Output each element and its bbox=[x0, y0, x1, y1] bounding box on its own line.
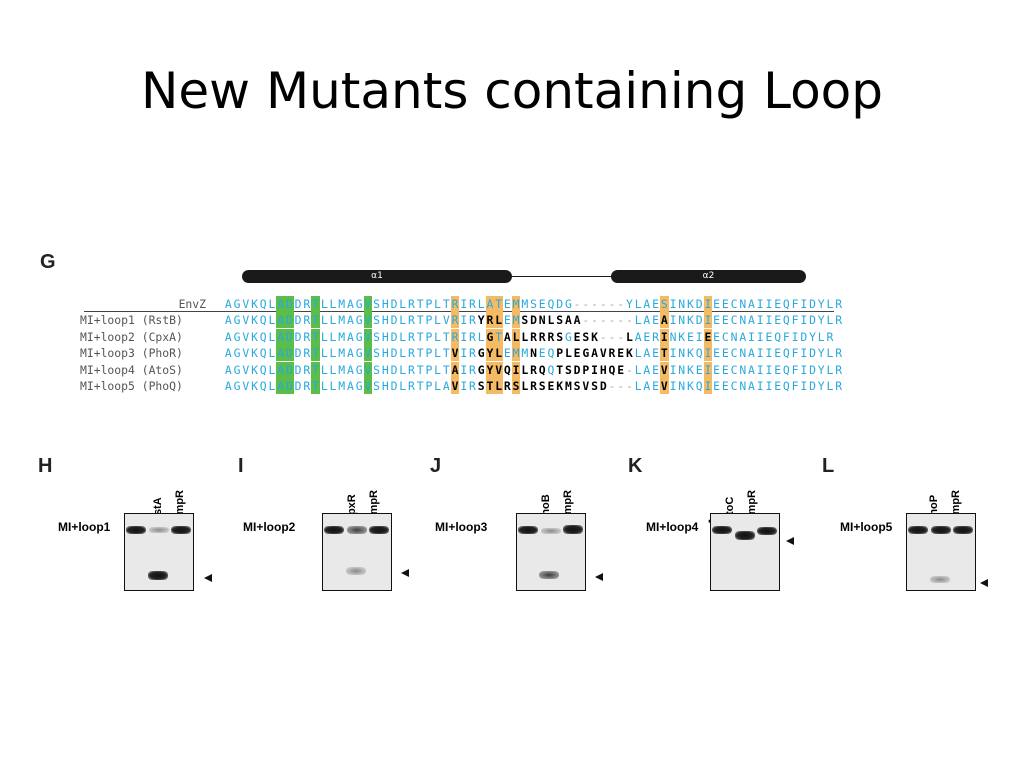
gel-letter: H bbox=[38, 455, 53, 477]
alignment-row-label: MI+loop2 (CpxA) bbox=[80, 329, 183, 344]
gel-panel-k: K - AtoC OmpR MI+loop4 bbox=[628, 455, 818, 605]
gel-image bbox=[906, 513, 976, 591]
gel-band bbox=[518, 526, 538, 534]
gel-panel-i: I - CpxR OmpR MI+loop2 bbox=[238, 455, 428, 605]
gel-row-label: MI+loop5 bbox=[840, 520, 893, 534]
arrowhead-icon bbox=[980, 579, 988, 587]
gel-band-shifted bbox=[930, 576, 950, 583]
gel-band bbox=[908, 526, 928, 534]
gel-image bbox=[322, 513, 392, 591]
gel-band bbox=[712, 526, 732, 534]
gel-band bbox=[171, 526, 191, 534]
gel-panel-j: J - PhoB OmpR MI+loop3 bbox=[430, 455, 620, 605]
arrowhead-icon bbox=[204, 574, 212, 582]
helix-linker bbox=[512, 276, 612, 277]
gel-band-shifted bbox=[346, 567, 366, 575]
gel-panel-l: L - PhoP OmpR MI+loop5 bbox=[822, 455, 1012, 605]
gel-band bbox=[149, 527, 169, 533]
gel-band bbox=[953, 526, 973, 534]
gel-image bbox=[710, 513, 780, 591]
gel-band-shifted bbox=[539, 571, 559, 579]
gel-band bbox=[757, 527, 777, 535]
alignment-row-label: EnvZ bbox=[178, 297, 206, 311]
arrowhead-icon bbox=[595, 573, 603, 581]
alignment-row-label: MI+loop4 (AtoS) bbox=[80, 362, 183, 377]
gel-panel-h: H - RstA OmpR MI+loop1 bbox=[38, 455, 228, 605]
gel-row-label: MI+loop2 bbox=[243, 520, 296, 534]
slide-title: New Mutants containing Loop bbox=[141, 62, 883, 120]
gel-band bbox=[324, 526, 344, 534]
gel-image bbox=[124, 513, 194, 591]
gel-band bbox=[931, 526, 951, 534]
helix-alpha1: α1 bbox=[242, 270, 512, 283]
gel-band bbox=[541, 528, 561, 534]
gel-image bbox=[516, 513, 586, 591]
gel-band bbox=[369, 526, 389, 534]
gel-band-shifted bbox=[148, 571, 168, 580]
gel-letter: J bbox=[430, 455, 442, 477]
gel-band-shifted bbox=[735, 531, 755, 540]
gel-letter: I bbox=[238, 455, 244, 477]
alignment-row-label: MI+loop3 (PhoR) bbox=[80, 346, 183, 361]
gel-band bbox=[347, 526, 367, 534]
gel-row-label: MI+loop4 bbox=[646, 520, 699, 534]
alignment-row-label: MI+loop5 (PhoQ) bbox=[80, 379, 183, 393]
arrowhead-icon bbox=[786, 537, 794, 545]
helix-alpha2: α2 bbox=[611, 270, 806, 283]
panel-letter-g: G bbox=[40, 251, 56, 273]
gel-band bbox=[126, 526, 146, 534]
gel-row-label: MI+loop3 bbox=[435, 520, 488, 534]
alignment-row-label: MI+loop1 (RstB) bbox=[80, 313, 183, 328]
gel-letter: L bbox=[822, 455, 835, 477]
gel-band bbox=[563, 525, 583, 534]
gel-row-label: MI+loop1 bbox=[58, 520, 111, 534]
arrowhead-icon bbox=[401, 569, 409, 577]
gel-letter: K bbox=[628, 455, 643, 477]
